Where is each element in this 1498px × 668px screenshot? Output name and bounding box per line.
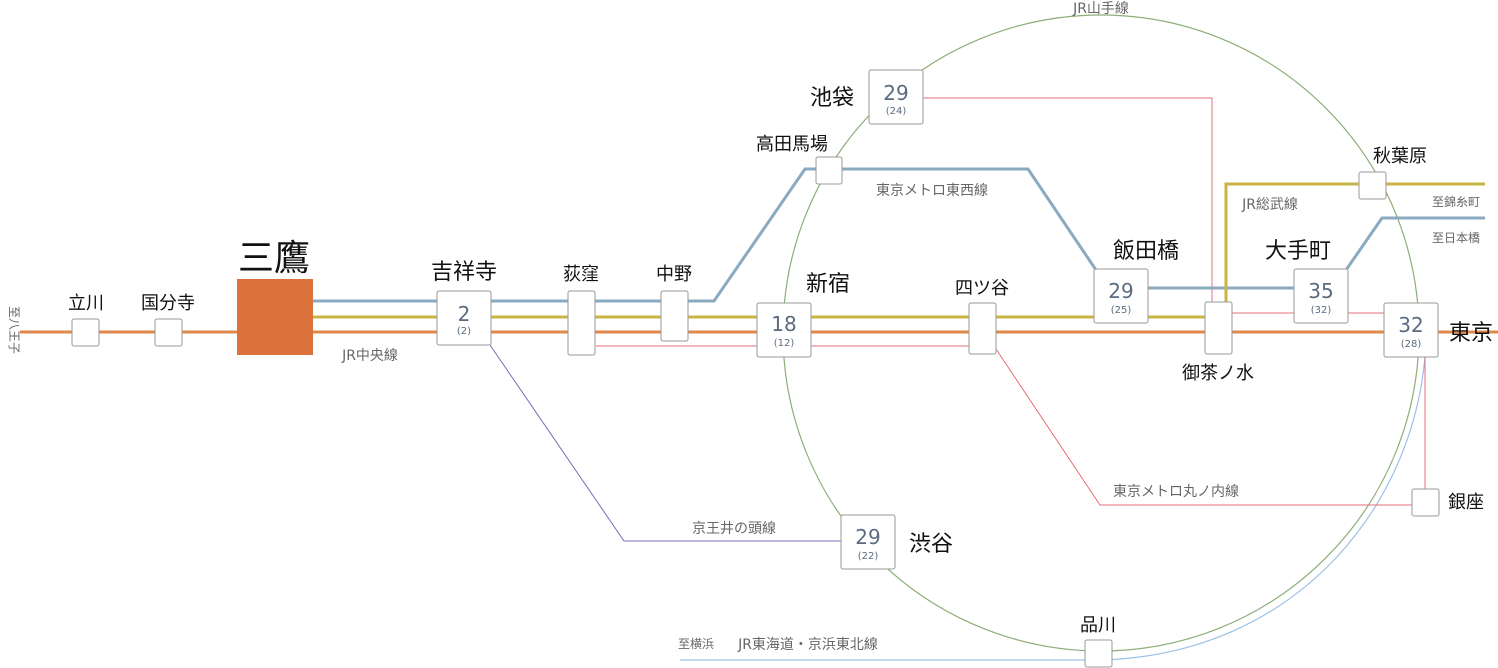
tokaido-line [680,339,1427,661]
station-tachikawa: 立川 [68,293,104,314]
station-tokyo: 東京 [1449,321,1493,346]
otemachi-box [1293,268,1349,324]
label-marunouchi: 東京メトロ丸ノ内線 [1113,484,1239,500]
station-ikebukuro: 池袋 [810,86,854,111]
station-takadanobaba: 高田馬場 [756,134,828,155]
ginza-box [1411,488,1440,517]
station-shibuya: 渋谷 [909,532,953,557]
inokashira-line [489,344,842,542]
label-chuo: JR中央線 [341,348,398,364]
shibuya-time: 29 [855,525,880,549]
label-tokaido: JR東海道・京浜東北線 [737,637,878,653]
akihabara-box [1358,171,1387,200]
shibuya-time-sub: (22) [858,551,879,562]
kichijoji-box [436,290,492,346]
yotsuya-box [968,302,997,355]
kokubunji-box [154,318,183,347]
label-tozai: 東京メトロ東西線 [876,183,988,199]
ochanomizu-box [1204,301,1233,355]
ikebukuro-box [868,69,924,125]
direction-hachioji: 至八王子 [7,306,21,354]
station-mitaka: 三鷹 [238,238,310,279]
direction-kinshicho: 至錦糸町 [1432,194,1480,209]
otemachi-time: 35 [1308,279,1333,303]
otemachi-time-sub: (32) [1311,305,1332,316]
direction-yokohama: 至横浜 [678,637,714,651]
takadanobaba-box [815,156,843,185]
kichijoji-time: 2 [458,302,471,326]
label-inokashira: 京王井の頭線 [692,521,776,537]
tokyo-time-sub: (28) [1401,339,1422,350]
station-nakano: 中野 [656,264,692,285]
station-kichijoji: 吉祥寺 [431,260,497,285]
marunouchi-line [596,345,1426,506]
tachikawa-box [71,318,100,347]
tokyo-time: 32 [1398,313,1423,337]
ikebukuro-time-sub: (24) [886,106,907,117]
station-otemachi: 大手町 [1265,239,1331,264]
ikebukuro-time: 29 [883,81,908,105]
shinjuku-time-sub: (12) [774,338,795,349]
station-ginza: 銀座 [1448,492,1484,513]
station-iidabashi: 飯田橋 [1113,239,1179,264]
station-ogikubo: 荻窪 [563,264,599,285]
station-kokubunji: 国分寺 [141,293,195,314]
station-shinjuku: 新宿 [806,272,850,297]
tokyo-box [1383,302,1439,358]
label-sobu: JR総武線 [1241,197,1298,213]
shibuya-box [840,514,896,570]
shinjuku-time: 18 [771,312,796,336]
iidabashi-time-sub: (25) [1111,305,1132,316]
direction-nihonbashi: 至日本橋 [1432,231,1480,245]
shinjuku-box [756,302,812,358]
iidabashi-box [1093,268,1149,324]
station-yotsuya: 四ツ谷 [955,278,1009,299]
ogikubo-box [567,290,596,356]
station-akihabara: 秋葉原 [1373,146,1427,167]
station-shinagawa: 品川 [1080,615,1116,636]
iidabashi-time: 29 [1108,279,1133,303]
mitaka-box [237,279,313,355]
nakano-box [660,290,689,342]
station-ochanomizu: 御茶ノ水 [1182,363,1254,384]
label-yamanote: JR山手線 [1072,1,1129,17]
kichijoji-time-sub: (2) [457,326,471,337]
shinagawa-box [1084,639,1113,668]
